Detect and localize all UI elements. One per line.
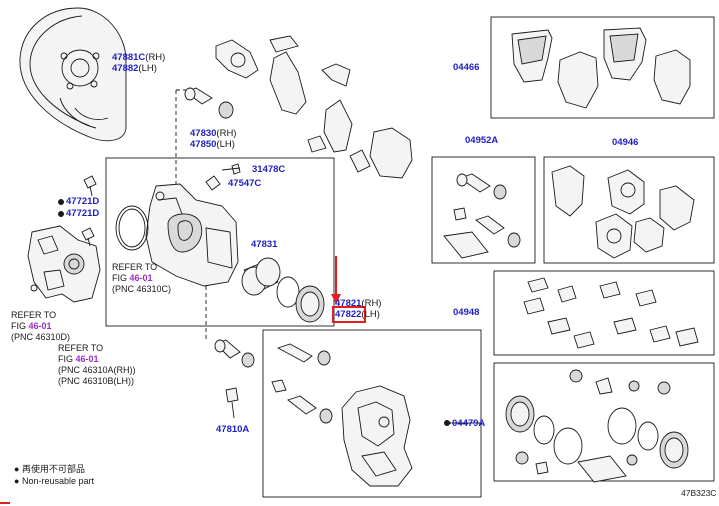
label-anti-squeal-kit[interactable]: 04946 — [612, 137, 639, 148]
diagram-code: 47B323C — [681, 488, 717, 498]
label-piston[interactable]: 47831 — [251, 239, 278, 250]
label-bleeder-plug[interactable]: 47547C — [228, 178, 262, 189]
label-bleeder-cap[interactable]: 31478C — [252, 164, 286, 175]
figure-link[interactable]: 46-01 — [28, 321, 52, 331]
piston-drawing — [241, 257, 281, 296]
seal-ring-drawing — [115, 205, 149, 251]
pad-kit-box — [490, 16, 715, 119]
highlight-box — [332, 306, 366, 323]
piston-boot-drawing — [295, 285, 325, 323]
pin-kit-drawing — [443, 173, 521, 259]
pin-kit-box — [431, 156, 536, 264]
label-fitting-kit[interactable]: 04948 — [453, 307, 480, 318]
bleeder-drawing — [205, 163, 241, 191]
label-dust-cover-rh[interactable]: 47881C(RH) — [112, 52, 166, 63]
legend-bullet: ● — [14, 476, 20, 486]
figure-link[interactable]: 46-01 — [75, 354, 99, 364]
label-dust-cover-lh[interactable]: 47882(LH) — [112, 63, 157, 74]
anti-squeal-kit-drawing — [551, 165, 695, 259]
label-cylinder-lh[interactable]: 47822(LH) — [335, 309, 380, 320]
piston-seal-drawing — [276, 276, 300, 308]
label-pad-kit[interactable]: 04466 — [453, 62, 480, 73]
label-bolt-a[interactable]: 47721D — [66, 196, 100, 207]
fitting-kit-drawing — [523, 277, 699, 349]
non-reusable-dot — [58, 211, 64, 217]
reference-note-pnc-46310ab[interactable]: REFER TO FIG 46-01 (PNC 46310A(RH)) (PNC… — [58, 343, 136, 386]
label-pin-kit[interactable]: 04952A — [465, 135, 499, 146]
label-caliper-rh[interactable]: 47830(RH) — [190, 128, 237, 139]
bolt-47721d-drawing — [81, 175, 97, 247]
caliper-body-drawing — [145, 183, 239, 287]
cylinder-kit-box — [493, 362, 715, 482]
fitting-kit-box — [493, 270, 715, 356]
label-cylinder-rh[interactable]: 47821(RH) — [335, 298, 382, 309]
label-mounting-bolt[interactable]: 47810A — [216, 424, 250, 435]
non-reusable-dot — [58, 199, 64, 205]
label-bolt-b[interactable]: 47721D — [66, 208, 100, 219]
pad-kit-drawing — [511, 27, 691, 109]
torque-plate-drawing — [27, 225, 101, 303]
legend-english: ● Non-reusable part — [14, 476, 94, 486]
dust-cover-drawing — [19, 7, 127, 142]
reference-note-pnc-46310d[interactable]: REFER TO FIG 46-01 (PNC 46310D) — [11, 310, 71, 342]
caliper-group-box — [105, 157, 335, 327]
legend-chinese: ● 再使用不可部品 — [14, 464, 85, 474]
caliper-pin-drawing — [184, 35, 413, 179]
cylinder-bracket-drawing — [341, 385, 413, 487]
label-caliper-lh[interactable]: 47850(LH) — [190, 139, 235, 150]
reference-note-pnc-46310c[interactable]: REFER TO FIG 46-01 (PNC 46310C) — [112, 262, 172, 294]
legend-bullet: ● — [14, 464, 20, 474]
figure-link[interactable]: 46-01 — [129, 273, 153, 283]
cylinder-group-box — [262, 329, 482, 498]
mounting-bolts-drawing — [214, 339, 333, 424]
label-cylinder-kit[interactable]: 04479A — [452, 418, 486, 429]
non-reusable-dot — [444, 420, 450, 426]
cylinder-kit-drawing — [505, 369, 689, 483]
anti-squeal-kit-box — [543, 156, 715, 264]
